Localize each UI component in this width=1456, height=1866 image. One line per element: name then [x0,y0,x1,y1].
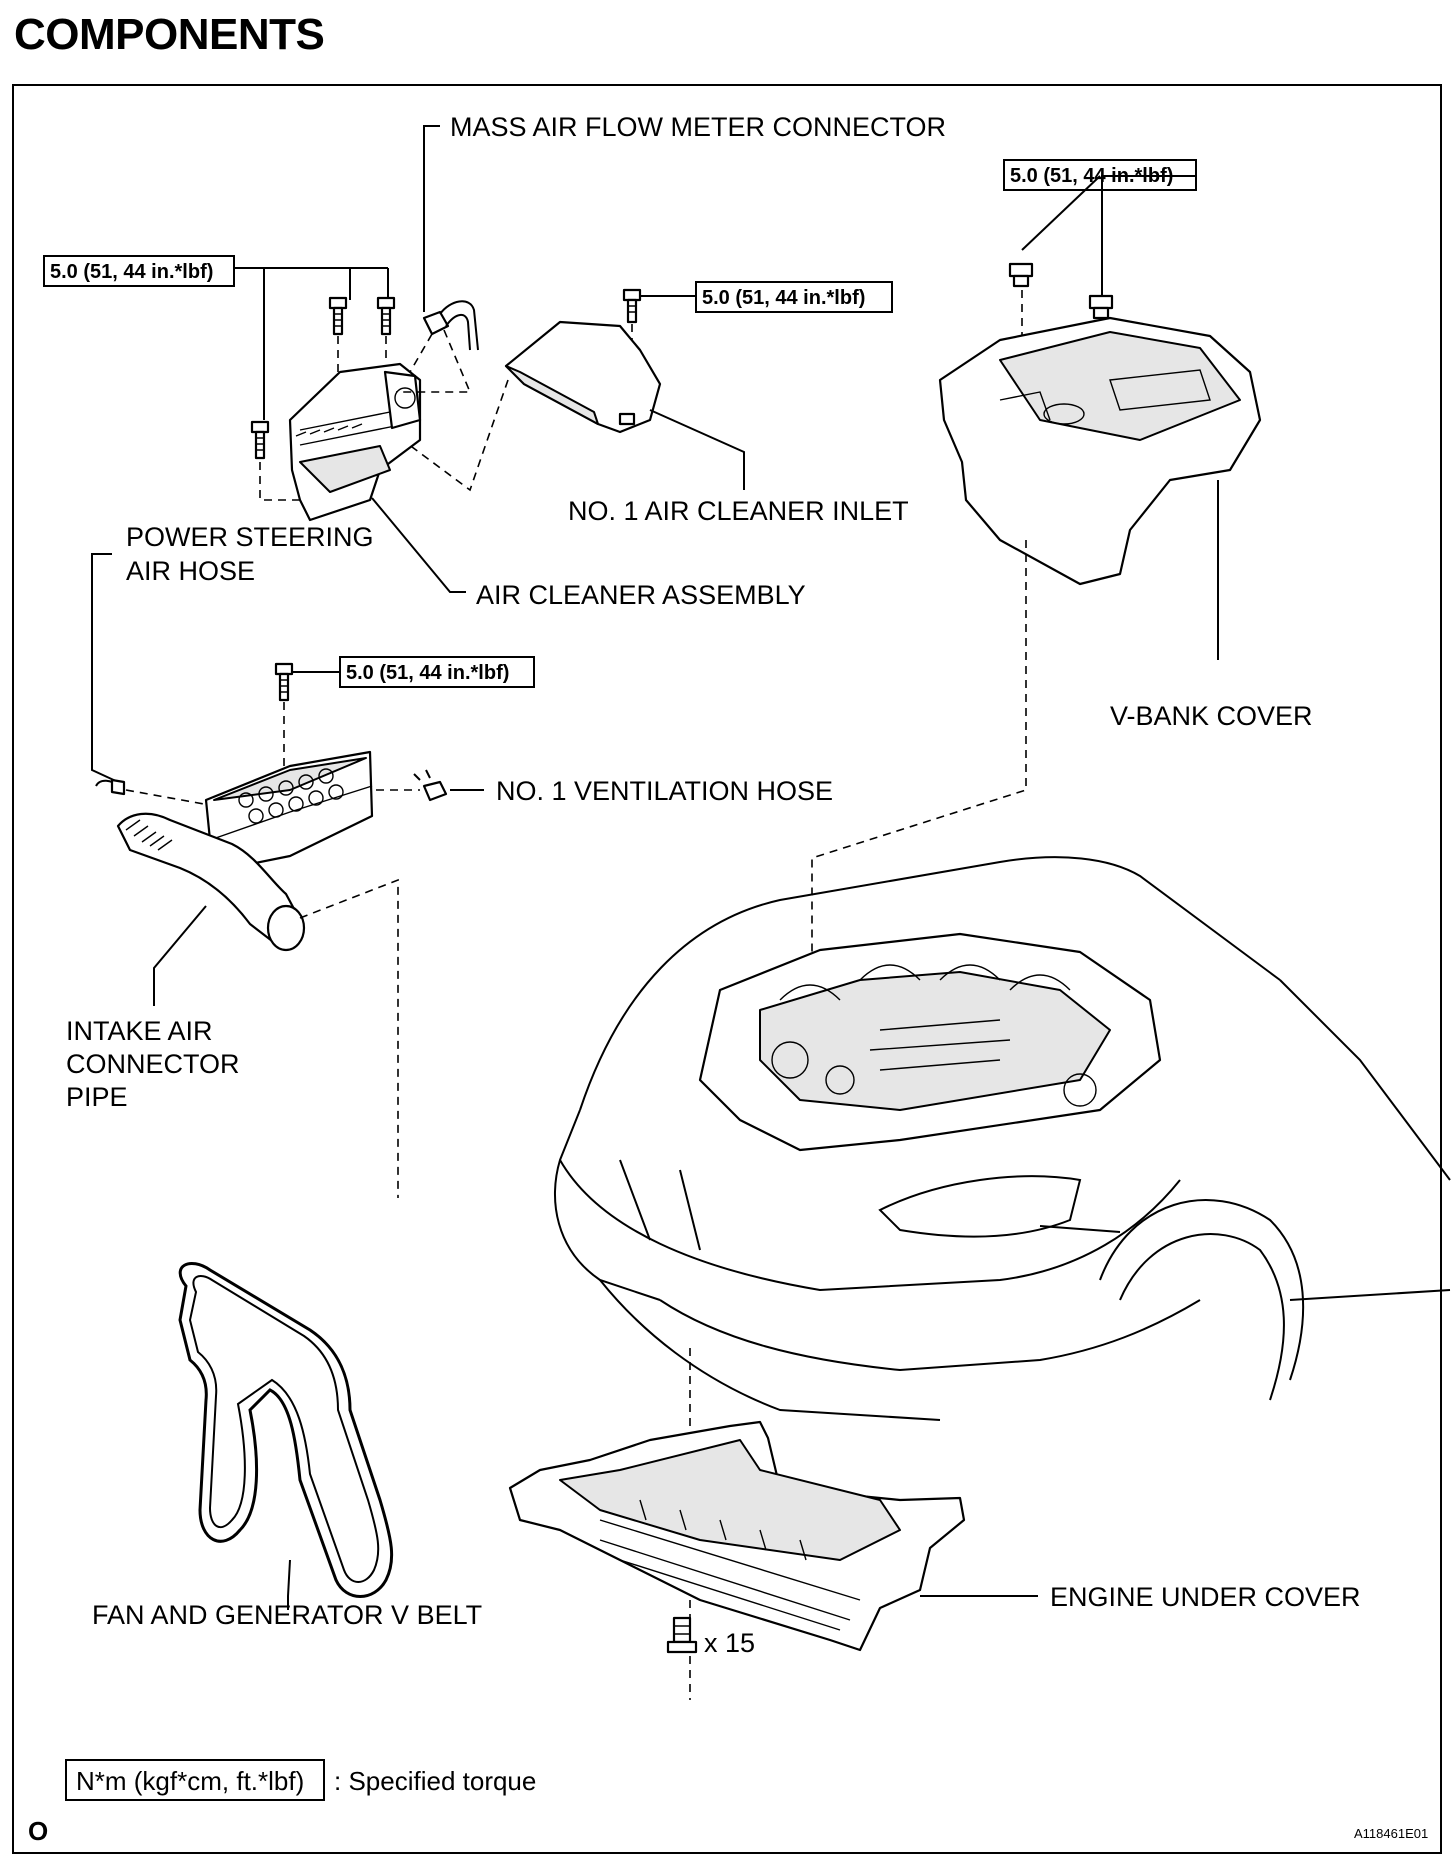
torque-value: 5.0 (51, 44 in.*lbf) [702,287,865,309]
label-intake-pipe-line2: CONNECTOR [66,1049,240,1079]
label-ps-air-hose-line2: AIR HOSE [126,556,255,586]
diagram-frame [12,84,1442,1854]
bolt-icon [666,1616,698,1654]
torque-value: 5.0 (51, 44 in.*lbf) [1010,165,1173,187]
label-air-cleaner-assembly: AIR CLEANER ASSEMBLY [476,580,806,610]
ps-air-hose-part [95,778,126,796]
label-intake-pipe-line1: INTAKE AIR [66,1016,213,1046]
nut-icon [1008,262,1034,288]
page-mark: O [28,1816,48,1846]
torque-box-air-cleaner: 5.0 (51, 44 in.*lbf) [43,255,235,287]
label-maf-connector: MASS AIR FLOW METER CONNECTOR [450,112,946,142]
air-cleaner-assembly-part [288,362,422,522]
label-ventilation-hose: NO. 1 VENTILATION HOSE [496,776,833,806]
label-v-belt: FAN AND GENERATOR V BELT [92,1600,482,1630]
maf-connector-part [422,300,479,351]
intake-air-connector-pipe-part [116,812,306,952]
label-engine-under-cover: ENGINE UNDER COVER [1050,1582,1361,1612]
page-title: COMPONENTS [14,10,325,59]
label-intake-pipe-line3: PIPE [66,1082,128,1112]
bolt-icon [622,288,642,324]
label-bolt-count: x 15 [704,1628,755,1658]
engine-under-cover-part [508,1420,966,1652]
torque-box-hose-bracket: 5.0 (51, 44 in.*lbf) [339,656,535,688]
bolt-icon [250,420,270,460]
nut-icon [1088,294,1114,320]
torque-value: 5.0 (51, 44 in.*lbf) [50,261,213,283]
figure-id: A118461E01 [1354,1826,1428,1841]
torque-value: 5.0 (51, 44 in.*lbf) [346,662,509,684]
torque-box-inlet: 5.0 (51, 44 in.*lbf) [695,281,893,313]
bolt-icon [274,662,294,702]
torque-legend: N*m (kgf*cm, ft.*lbf) : Specified torque [65,1759,536,1801]
vehicle-front-illustration [554,856,1451,1421]
label-v-bank-cover: V-BANK COVER [1110,701,1313,731]
label-ps-air-hose-line1: POWER STEERING [126,522,374,552]
legend-unit: N*m (kgf*cm, ft.*lbf) [76,1766,304,1796]
air-cleaner-inlet-part [504,320,662,434]
ventilation-hose-part [413,769,448,802]
fan-generator-v-belt-part [178,1261,394,1598]
bolt-icon [376,296,396,336]
legend-description: : Specified torque [334,1766,536,1796]
label-air-cleaner-inlet: NO. 1 AIR CLEANER INLET [568,496,909,526]
v-bank-cover-part [938,316,1262,586]
bolt-icon [328,296,348,336]
